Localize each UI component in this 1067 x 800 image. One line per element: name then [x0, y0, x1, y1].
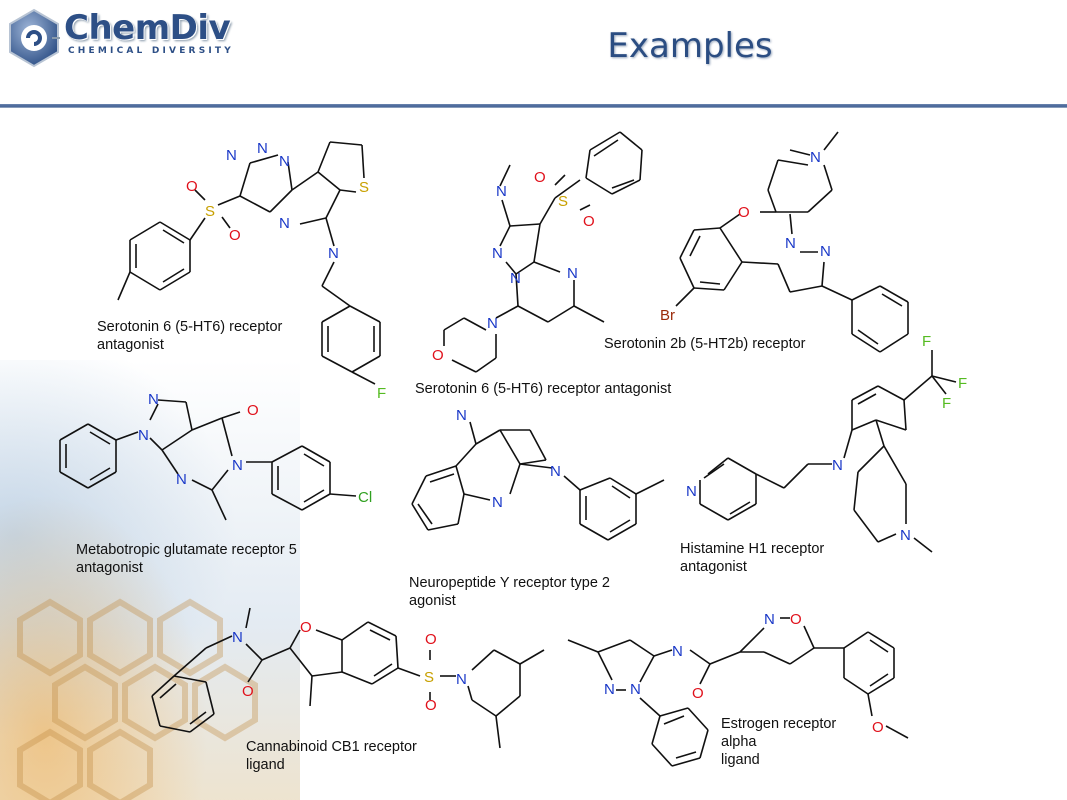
svg-text:N: N: [456, 407, 467, 424]
svg-text:O: O: [229, 227, 241, 244]
chemdiv-logo: ChemDiv CHEMICAL DIVERSITY: [8, 4, 253, 72]
svg-text:N: N: [257, 140, 268, 157]
caption-line: Histamine H1 receptor: [680, 541, 825, 557]
svg-text:O: O: [425, 697, 437, 714]
svg-text:N: N: [900, 527, 911, 544]
svg-text:O: O: [242, 683, 254, 700]
logo-wordmark: ChemDiv: [64, 8, 231, 48]
svg-text:O: O: [872, 719, 884, 736]
svg-text:N: N: [785, 235, 796, 252]
caption-line: Serotonin 6 (5-HT6) receptor antagonist: [415, 381, 672, 397]
caption-line: ligand: [246, 757, 285, 773]
caption-compound-1: Serotonin 6 (5-HT6) receptor antagonist: [97, 318, 282, 354]
svg-text:Br: Br: [660, 307, 675, 324]
molecule-4-structure: N N O N N Cl: [59, 391, 372, 521]
molecule-7-structure: N O O O S O N: [151, 607, 545, 749]
svg-text:O: O: [692, 685, 704, 702]
svg-text:N: N: [820, 243, 831, 260]
logo-emblem-icon: [9, 8, 60, 68]
svg-text:F: F: [377, 385, 386, 402]
molecule-6-structure: N N N F F F: [686, 333, 967, 553]
svg-text:N: N: [604, 681, 615, 698]
caption-line: Estrogen receptor: [721, 716, 837, 732]
svg-text:O: O: [738, 204, 750, 221]
caption-compound-8: Estrogen receptor alpha ligand: [721, 715, 836, 769]
caption-line: Serotonin 6 (5-HT6) receptor: [97, 319, 283, 335]
caption-compound-6: Histamine H1 receptor antagonist: [680, 540, 824, 576]
svg-text:N: N: [567, 265, 578, 282]
svg-text:N: N: [176, 471, 187, 488]
svg-text:N: N: [810, 149, 821, 166]
caption-line: agonist: [409, 593, 456, 609]
svg-text:N: N: [232, 457, 243, 474]
svg-text:N: N: [496, 183, 507, 200]
svg-text:N: N: [832, 457, 843, 474]
caption-line: Serotonin 2b (5-HT2b) receptor: [604, 336, 806, 352]
molecule-5-structure: N N N: [411, 407, 665, 541]
svg-text:N: N: [456, 671, 467, 688]
caption-line: Neuropeptide Y receptor type 2: [409, 575, 610, 591]
caption-compound-4: Metabotropic glutamate receptor 5 antago…: [76, 541, 297, 577]
caption-compound-7: Cannabinoid CB1 receptor ligand: [246, 738, 417, 774]
svg-text:S: S: [359, 179, 369, 196]
molecule-8-structure: N N N O N O O: [567, 611, 909, 767]
svg-text:O: O: [432, 347, 444, 364]
svg-text:N: N: [672, 643, 683, 660]
svg-text:F: F: [958, 375, 967, 392]
caption-compound-2: Serotonin 6 (5-HT6) receptor antagonist: [415, 380, 671, 398]
svg-text:N: N: [510, 270, 521, 287]
caption-line: alpha: [721, 734, 757, 750]
svg-text:O: O: [186, 178, 198, 195]
caption-line: antagonist: [680, 559, 747, 575]
svg-text:N: N: [328, 245, 339, 262]
svg-text:N: N: [492, 245, 503, 262]
svg-text:N: N: [226, 147, 237, 164]
svg-text:S: S: [205, 203, 215, 220]
svg-text:Cl: Cl: [358, 489, 372, 506]
caption-line: antagonist: [97, 337, 164, 353]
svg-text:N: N: [138, 427, 149, 444]
svg-text:N: N: [492, 494, 503, 511]
caption-compound-3: Serotonin 2b (5-HT2b) receptor: [604, 335, 806, 353]
svg-text:N: N: [630, 681, 641, 698]
background-photo: [0, 360, 300, 800]
caption-line: Cannabinoid CB1 receptor: [246, 739, 417, 755]
svg-text:N: N: [550, 463, 561, 480]
caption-line: ligand: [721, 752, 760, 768]
svg-text:F: F: [942, 395, 951, 412]
svg-text:O: O: [425, 631, 437, 648]
caption-line: Metabotropic glutamate receptor 5: [76, 542, 297, 558]
svg-text:N: N: [148, 391, 159, 408]
molecule-3-structure: N O N N Br: [660, 131, 909, 353]
svg-text:F: F: [922, 333, 931, 350]
caption-compound-5: Neuropeptide Y receptor type 2 agonist: [409, 574, 610, 610]
slide-title: Examples: [607, 26, 773, 66]
svg-text:O: O: [300, 619, 312, 636]
caption-line: antagonist: [76, 560, 143, 576]
svg-text:O: O: [247, 402, 259, 419]
svg-text:S: S: [424, 669, 434, 686]
logo-tagline: CHEMICAL DIVERSITY: [68, 46, 234, 56]
svg-text:N: N: [232, 629, 243, 646]
molecule-2-structure: N O S O N N N N O: [432, 131, 643, 373]
svg-text:N: N: [487, 315, 498, 332]
svg-text:N: N: [686, 483, 697, 500]
svg-text:N: N: [279, 153, 290, 170]
svg-text:S: S: [558, 193, 568, 210]
svg-text:N: N: [279, 215, 290, 232]
background-hexagon-pattern: [17, 598, 258, 800]
svg-text:O: O: [583, 213, 595, 230]
molecule-1-structure: O S O N N N N S N F: [117, 140, 386, 402]
svg-text:O: O: [534, 169, 546, 186]
svg-text:N: N: [764, 611, 775, 628]
title-divider: [0, 104, 1067, 108]
svg-text:O: O: [790, 611, 802, 628]
